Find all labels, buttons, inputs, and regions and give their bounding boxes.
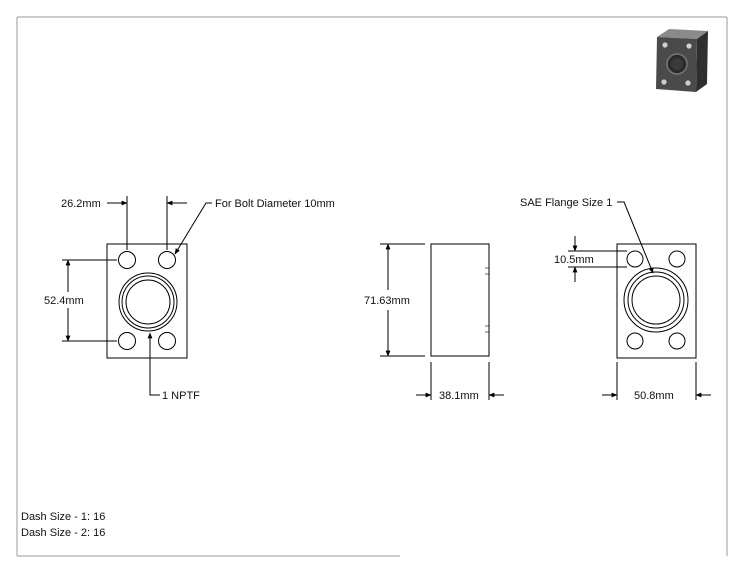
flange-inner xyxy=(631,275,681,325)
sheet-border xyxy=(16,16,728,557)
dim-depth: 38.1mm xyxy=(439,390,479,402)
port-thread-note: 1 NPTF xyxy=(162,390,200,402)
bolt-hole xyxy=(626,332,644,350)
dim-height: 71.63mm xyxy=(364,295,410,307)
bolt-hole xyxy=(118,251,136,269)
port-inner xyxy=(125,279,171,325)
bolt-hole xyxy=(668,332,686,350)
flange-ring xyxy=(627,271,685,329)
rear-view xyxy=(568,201,711,400)
bolt-hole xyxy=(158,251,176,269)
flange-size-note: SAE Flange Size 1 xyxy=(520,197,612,209)
bolt-hole xyxy=(118,332,136,350)
side-view-outline xyxy=(430,243,490,357)
bolt-hole xyxy=(158,332,176,350)
dim-offset: 10.5mm xyxy=(554,254,594,266)
isometric-thumbnail-icon xyxy=(656,29,708,92)
dim-hole-spacing-horizontal: 26.2mm xyxy=(61,198,101,210)
dim-width: 50.8mm xyxy=(634,390,674,402)
port-outer xyxy=(118,272,178,332)
dash-size-note: Dash Size - 2: 16 xyxy=(21,527,106,539)
rear-view-outline xyxy=(616,243,697,359)
dash-size-note: Dash Size - 1: 16 xyxy=(21,511,106,523)
bolt-hole xyxy=(668,250,686,268)
dash-size-notes: Dash Size - 1: 16 Dash Size - 2: 16 xyxy=(21,509,105,541)
front-view xyxy=(62,196,212,396)
side-view xyxy=(380,243,504,400)
bolt-diameter-note: For Bolt Diameter 10mm xyxy=(215,198,335,210)
bolt-hole xyxy=(626,250,644,268)
flange-outer xyxy=(623,267,689,333)
port-ring xyxy=(121,275,175,329)
dim-hole-spacing-vertical: 52.4mm xyxy=(44,295,84,307)
front-view-outline xyxy=(106,243,188,359)
